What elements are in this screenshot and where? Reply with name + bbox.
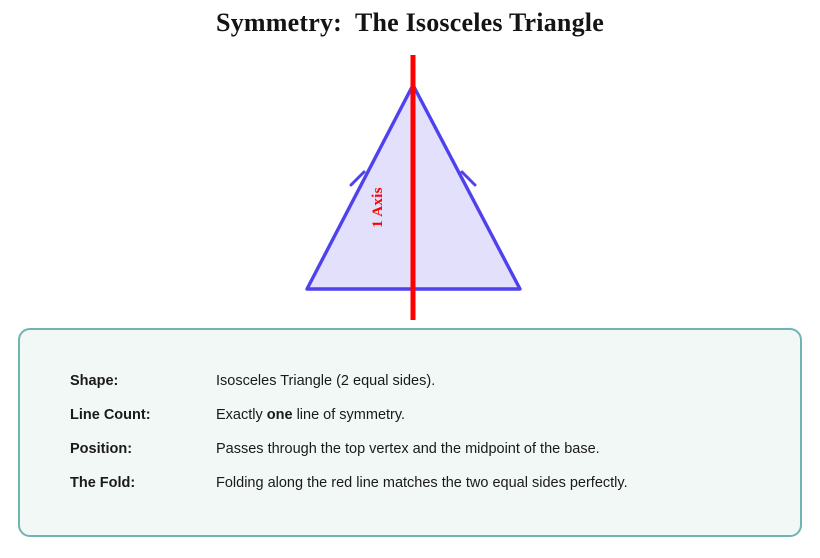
info-value-position-pre: Passes through the top vertex and the mi… (216, 441, 600, 457)
axis-label-text: 1 Axis (369, 186, 386, 228)
axis-label: 1 Axis (368, 162, 388, 252)
info-value-shape-pre: Isosceles Triangle (2 equal sides). (216, 373, 436, 389)
info-value-line-count-bold: one (266, 407, 293, 423)
info-label-position: Position: (70, 441, 133, 457)
info-value-shape: Isosceles Triangle (2 equal sides). (216, 364, 628, 398)
info-value-the-fold-pre: Folding along the red line matches the t… (216, 475, 628, 491)
table-row: Shape: Isosceles Triangle (2 equal sides… (70, 364, 628, 398)
info-value-line-count-post: line of symmetry. (292, 407, 406, 423)
info-value-line-count: Exactly one line of symmetry. (216, 398, 628, 432)
table-row: Line Count: Exactly one line of symmetry… (70, 398, 628, 432)
info-label-line-count: Line Count: (70, 407, 151, 423)
info-value-the-fold: Folding along the red line matches the t… (216, 466, 628, 500)
equal-side-tick-left-icon (349, 170, 366, 187)
info-panel: Shape: Isosceles Triangle (2 equal sides… (18, 328, 802, 537)
table-row: Position: Passes through the top vertex … (70, 432, 628, 466)
triangle-symmetry-svg (305, 55, 522, 320)
page-title: Symmetry: The Isosceles Triangle (216, 8, 604, 37)
info-value-position: Passes through the top vertex and the mi… (216, 432, 628, 466)
info-label-shape: Shape: (70, 373, 119, 389)
info-table: Shape: Isosceles Triangle (2 equal sides… (70, 364, 628, 500)
info-value-line-count-pre: Exactly (216, 407, 267, 423)
table-row: The Fold: Folding along the red line mat… (70, 466, 628, 500)
info-label-the-fold: The Fold: (70, 475, 136, 491)
equal-side-tick-right-icon (460, 170, 477, 187)
diagram-canvas: 1 Axis (0, 45, 820, 330)
